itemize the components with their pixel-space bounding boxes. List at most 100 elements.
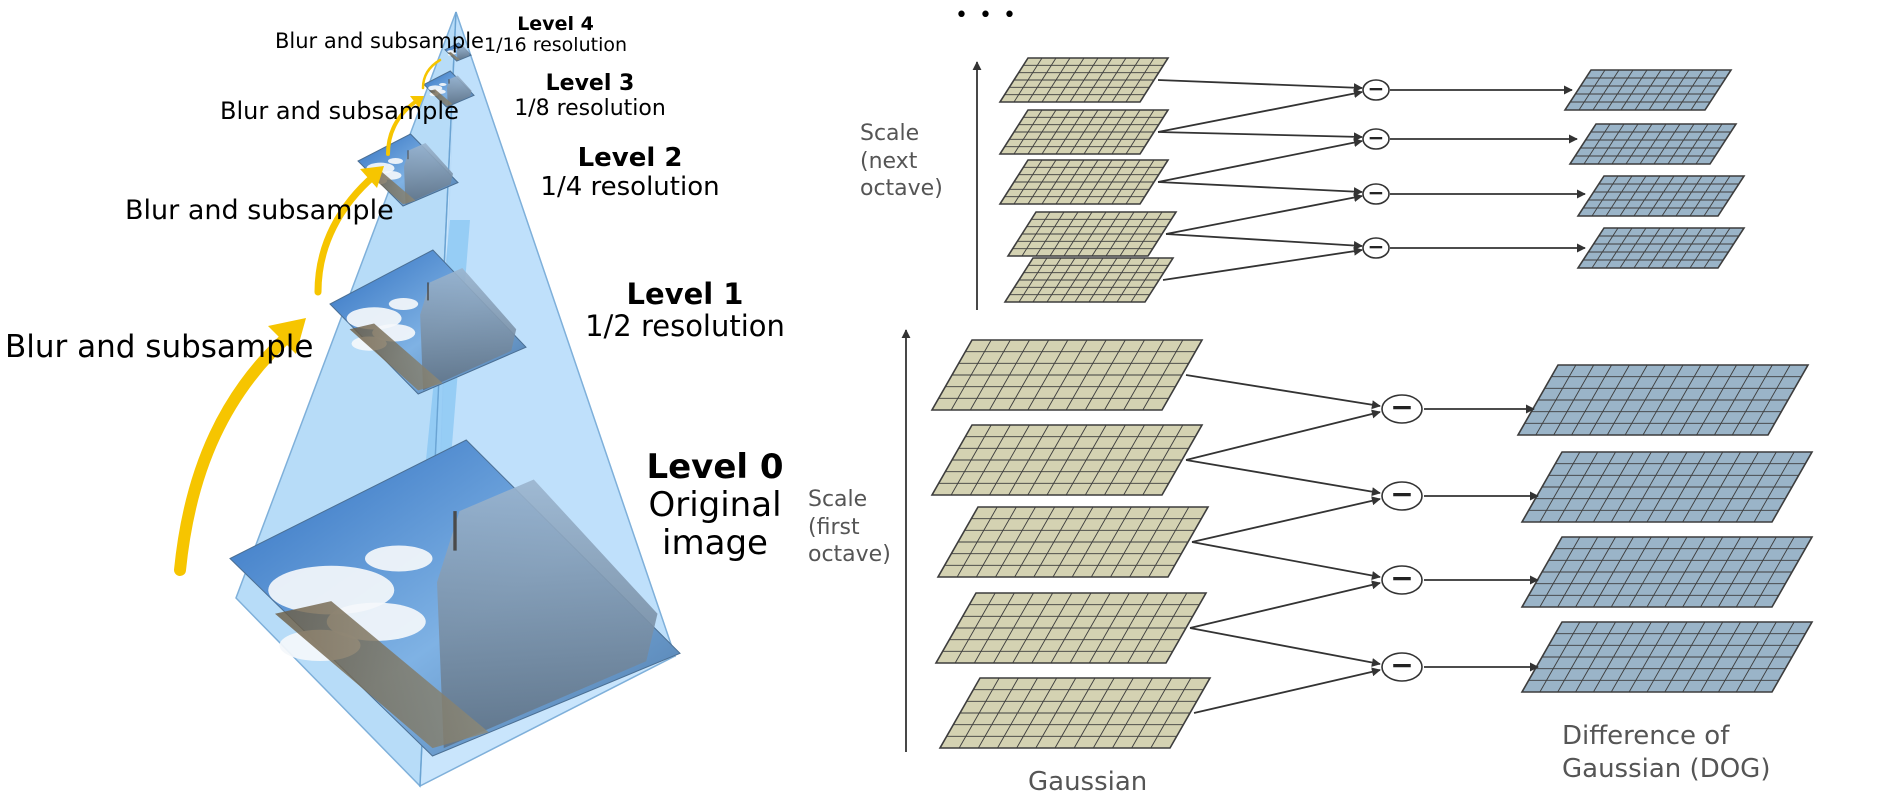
dog-next-plate-2-vline — [1633, 175, 1661, 217]
dog-next-plate-0-vline — [1592, 69, 1620, 111]
dog-next-plate-0-vline — [1578, 69, 1606, 111]
gaussian-first-plate-0 — [930, 339, 1204, 411]
dog-next-plate-2-vline — [1689, 175, 1717, 217]
arrow-first-2-a — [1191, 541, 1381, 580]
blur-arrow-3-shaft — [421, 58, 442, 90]
dog-next-plate-2-vline — [1675, 175, 1703, 217]
blur-arrow-2-head — [410, 96, 424, 108]
minus-first-2: − — [1381, 562, 1423, 595]
dog-next-plate-1-vline — [1653, 123, 1681, 165]
minus-first-1-symbol: − — [1390, 478, 1413, 511]
dog-next-plate-0-vline — [1606, 69, 1634, 111]
level-3-title: Level 3 — [545, 71, 635, 96]
gaussian-next-plate-2 — [998, 159, 1170, 205]
level-1-image-building — [420, 268, 517, 391]
level-4-image-cloud-0 — [447, 50, 455, 53]
dog-next-plate-3-vline — [1619, 227, 1647, 269]
level-0-image-ground — [275, 601, 489, 749]
minus-next-3: − — [1362, 235, 1390, 259]
dog-next-plate-0 — [1563, 69, 1733, 111]
gaussian-first-plate-2 — [936, 506, 1210, 578]
minus-first-2-symbol: − — [1390, 562, 1413, 595]
dog-label: Difference of Gaussian (DOG) — [1562, 721, 1771, 784]
minus-first-3-symbol: − — [1390, 649, 1413, 682]
dog-next-plate-2-vline — [1605, 175, 1633, 217]
level-3-image-ground — [429, 89, 453, 107]
dog-next-plate-3-vline — [1703, 227, 1731, 269]
minus-next-2: − — [1362, 181, 1390, 205]
blur-subsample-label-3: Blur and subsample — [275, 29, 484, 53]
level-1-image-ground — [349, 323, 443, 391]
blur-subsample-label-0: Blur and subsample — [5, 329, 314, 365]
blur-arrow-0-head — [268, 318, 306, 354]
dog-next-plate-0-vline — [1620, 69, 1648, 111]
level-0-title: Level 0 — [646, 447, 784, 487]
level-1-line-1: 1/2 resolution — [585, 309, 785, 344]
dog-next-plate-0-vline — [1634, 69, 1662, 111]
dog-next-plate-3-vline — [1605, 227, 1633, 269]
minus-first-0-circle — [1381, 394, 1423, 424]
arrow-next-3-b — [1162, 246, 1363, 281]
level-0-image-cloud-3 — [365, 545, 433, 572]
dog-next-plate-2-vline — [1591, 175, 1619, 217]
minus-next-3-symbol: − — [1368, 235, 1385, 259]
scale-first-octave-label: Scale (first octave) — [808, 487, 891, 567]
arrow-first-0-b — [1185, 409, 1381, 461]
dog-next-plate-2-vline — [1647, 175, 1675, 217]
gaussian-first-plate-3 — [934, 592, 1208, 664]
dog-next-plate-1-vline — [1597, 123, 1625, 165]
dog-next-plate-3 — [1576, 227, 1746, 269]
arrow-first-3-b — [1193, 667, 1381, 714]
minus-next-0-symbol: − — [1368, 77, 1385, 101]
level-4-image — [444, 42, 472, 62]
level-4-label: Level 4 1/16 resolution — [468, 13, 643, 57]
blur-subsample-label-1: Blur and subsample — [125, 195, 394, 226]
minus-next-0: − — [1362, 77, 1390, 101]
minus-first-1: − — [1381, 478, 1423, 511]
arrow-first-0-a — [1185, 374, 1381, 410]
dog-next-plate-3-vline — [1689, 227, 1717, 269]
arrow-next-2-b — [1165, 193, 1363, 235]
scale-next-octave-label: Scale (next octave) — [860, 121, 943, 201]
level-1-image-cloud-0 — [346, 307, 402, 330]
level-0-image-building — [437, 479, 658, 749]
blur-arrow-2-shaft — [386, 98, 420, 156]
minus-next-1-symbol: − — [1368, 126, 1385, 150]
level-3-label: Level 3 1/8 resolution — [495, 71, 685, 121]
minus-first-2-circle — [1381, 565, 1423, 595]
arrow-first-1-b — [1191, 496, 1381, 543]
level-1-image-cloud-3 — [388, 298, 419, 310]
level-3-image — [423, 70, 475, 108]
dog-next-plate-3-vline — [1647, 227, 1675, 269]
arrow-next-0-a — [1157, 79, 1363, 93]
level-3-line-1: 1/8 resolution — [514, 95, 666, 121]
level-1-title: Level 1 — [626, 277, 744, 311]
level-1-label: Level 1 1/2 resolution — [565, 278, 805, 343]
blur-arrow-1-head — [360, 166, 384, 188]
minus-next-3-circle — [1362, 237, 1390, 259]
minus-first-3-circle — [1381, 652, 1423, 682]
minus-first-0-symbol: − — [1390, 391, 1413, 424]
level-2-line-1: 1/4 resolution — [540, 172, 720, 203]
minus-next-2-symbol: − — [1368, 181, 1385, 205]
dog-next-plate-1-vline — [1667, 123, 1695, 165]
minus-next-2-circle — [1362, 183, 1390, 205]
level-4-line-1: 1/16 resolution — [483, 34, 628, 57]
dog-next-plate-3-vline — [1591, 227, 1619, 269]
level-4-image-ground — [447, 52, 460, 61]
dog-next-plate-2-vline — [1661, 175, 1689, 217]
dog-next-plate-1-vline — [1611, 123, 1639, 165]
dog-first-plate-1 — [1520, 451, 1814, 523]
minus-next-0-circle — [1362, 79, 1390, 101]
level-2-image-building — [404, 143, 453, 205]
blur-subsample-label-2: Blur and subsample — [220, 97, 459, 125]
dog-next-plate-1-vline — [1695, 123, 1723, 165]
dog-next-plate-1-vline — [1625, 123, 1653, 165]
level-0-image — [229, 439, 681, 757]
dog-first-plate-0 — [1516, 364, 1810, 436]
gaussian-next-plate-3 — [1006, 211, 1178, 257]
gaussian-label: Gaussian — [1028, 767, 1148, 797]
arrow-next-1-b — [1157, 138, 1363, 183]
arrow-next-0-b — [1157, 89, 1363, 133]
